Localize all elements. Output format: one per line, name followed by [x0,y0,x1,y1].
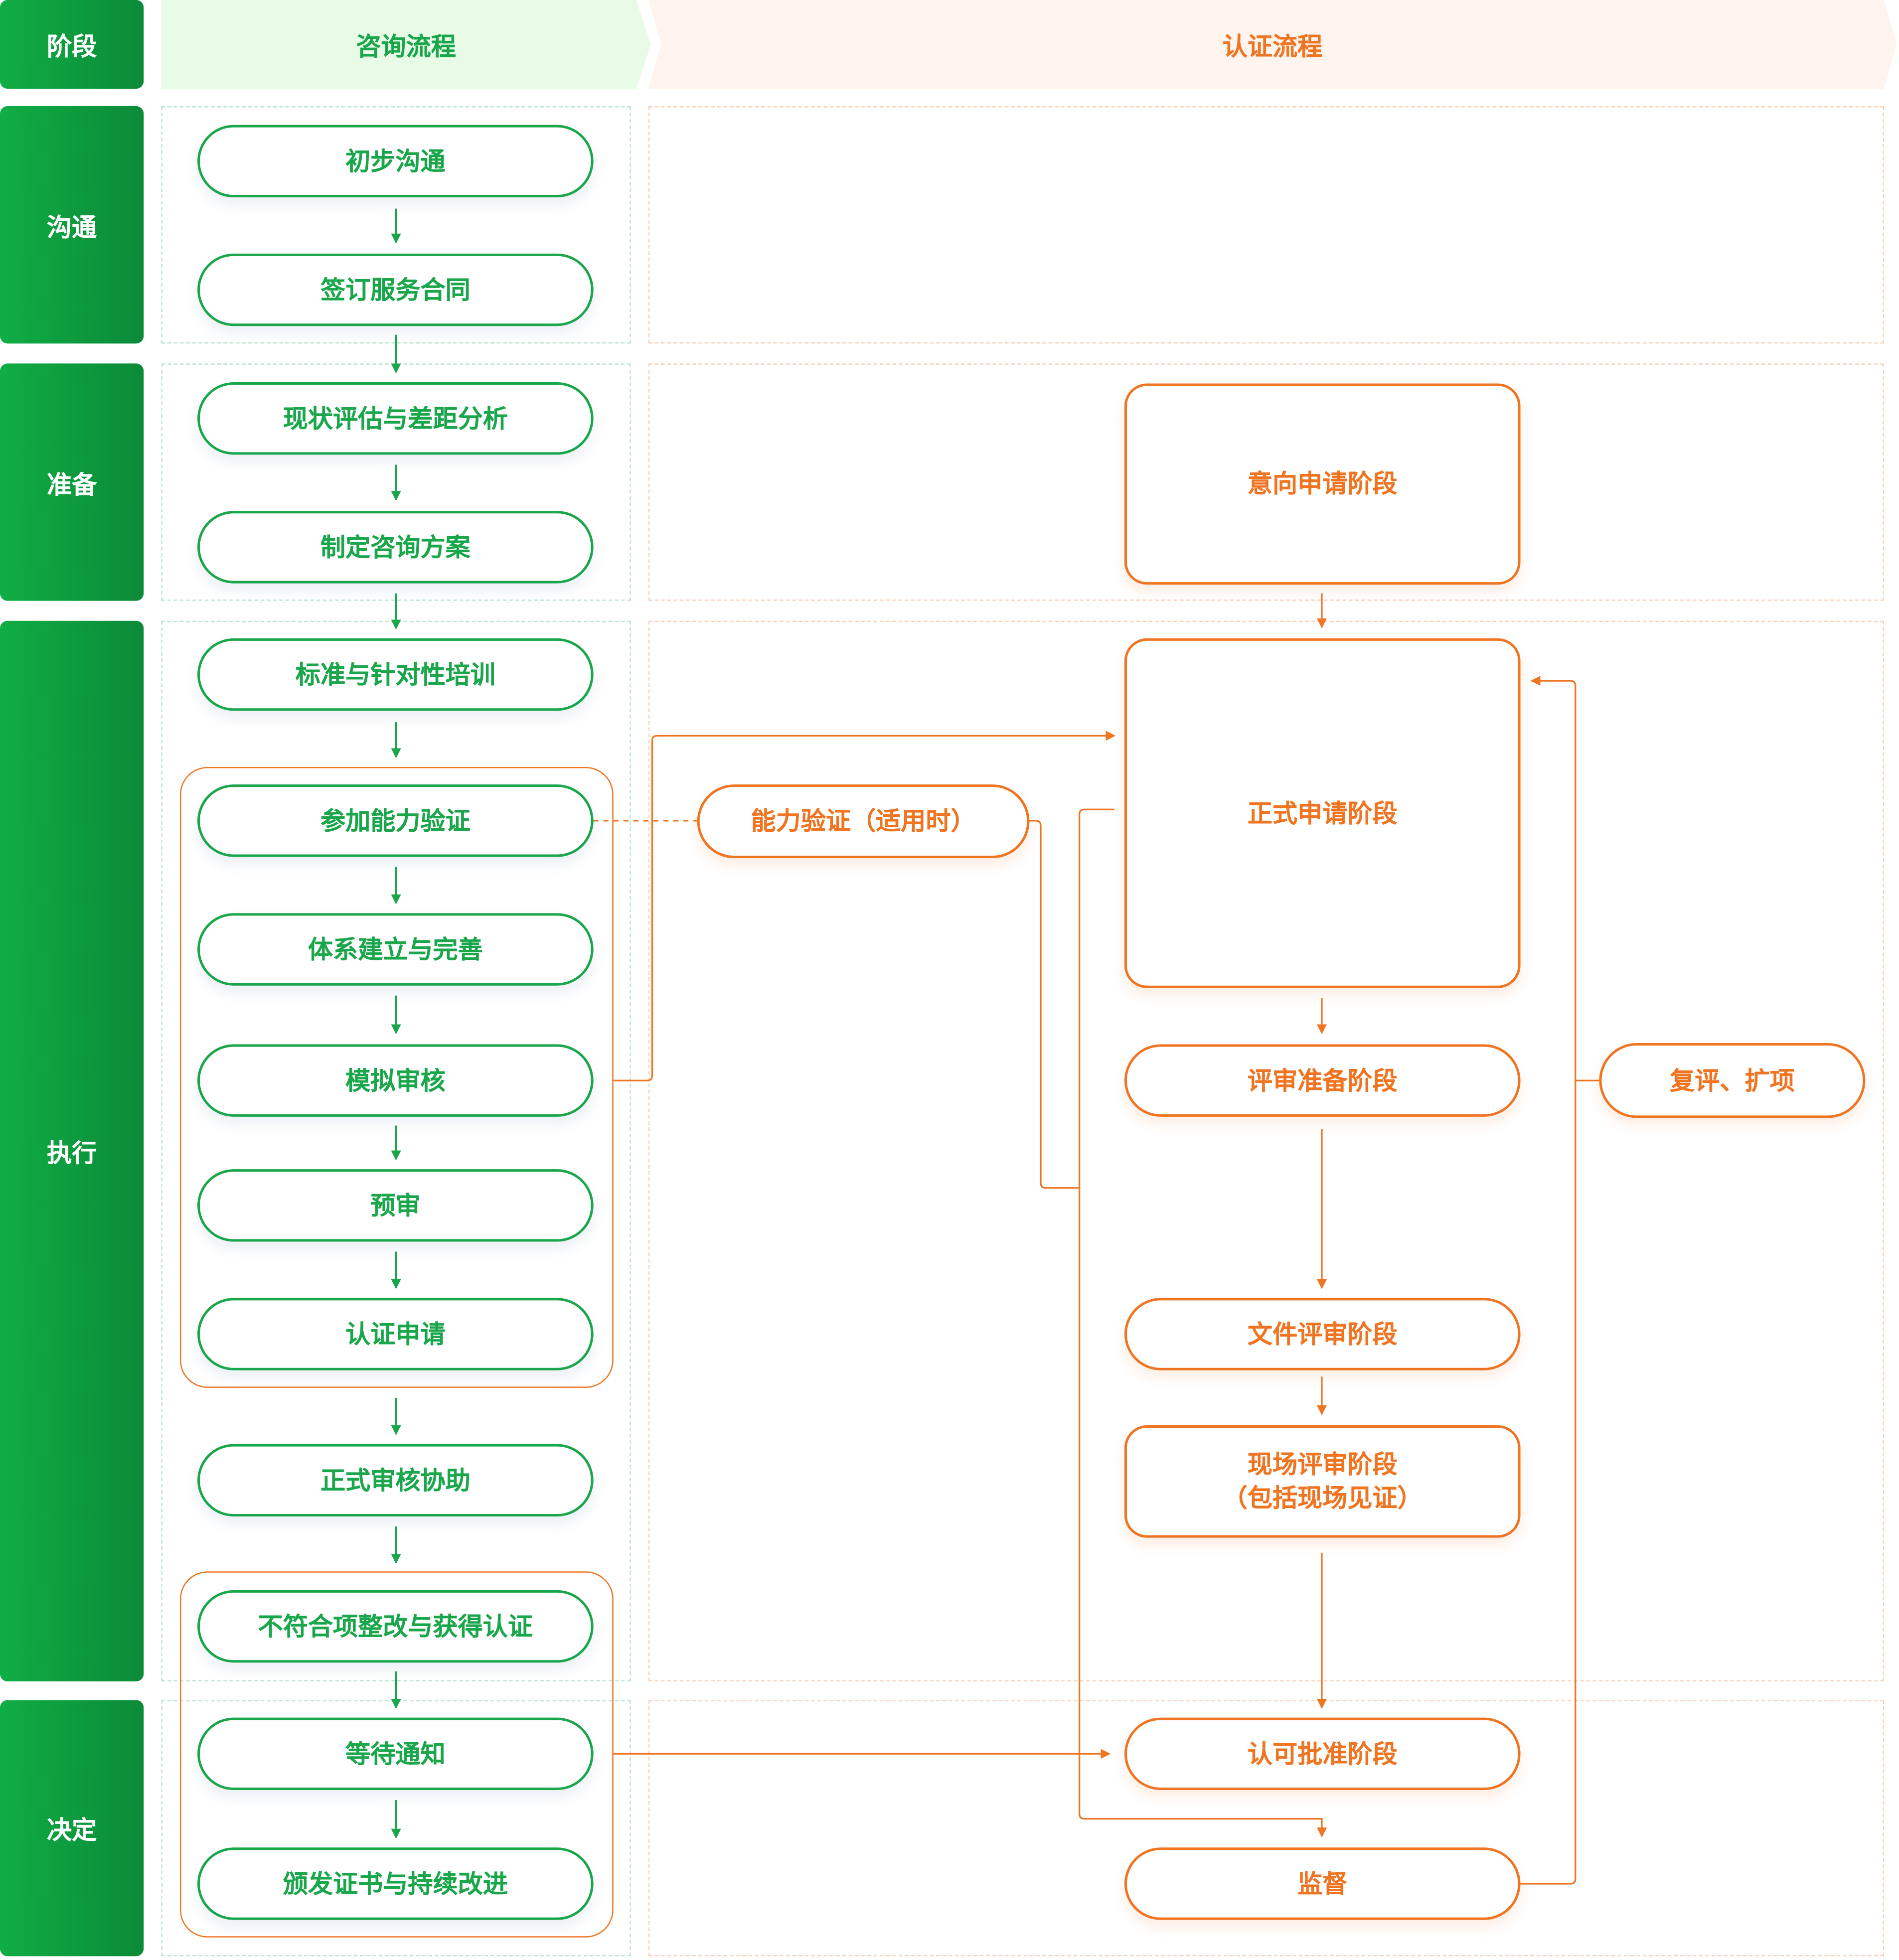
cert-intent-application: 意向申请阶段 [1124,383,1521,585]
stage-preparation: 准备 [0,363,144,601]
onsite-note: （包括现场见证） [1222,1483,1423,1513]
cert-review-preparation: 评审准备阶段 [1124,1044,1521,1117]
consulting-header: 咨询流程 [161,0,651,89]
zone [648,1700,1884,1957]
step-pre-audit: 预审 [197,1169,594,1242]
step-group [179,1571,614,1938]
cert-approval: 认可批准阶段 [1124,1717,1521,1790]
step-nonconformity-rectification: 不符合项整改与获得认证 [197,1590,594,1663]
certification-header: 认证流程 [648,0,1897,89]
stage-execution: 执行 [0,620,144,1681]
zone [648,363,1884,601]
cert-onsite-review: 现场评审阶段 （包括现场见证） [1124,1425,1521,1538]
step-issue-certificate: 颁发证书与持续改进 [197,1847,594,1920]
step-gap-analysis: 现状评估与差距分析 [197,382,594,455]
cert-proficiency-testing: 能力验证（适用时） [697,784,1030,859]
step-initial-communication: 初步沟通 [197,125,594,198]
step-system-building: 体系建立与完善 [197,913,594,986]
zone [648,106,1884,344]
step-training: 标准与针对性培训 [197,638,594,711]
step-proficiency-participation: 参加能力验证 [197,784,594,857]
cert-formal-application: 正式申请阶段 [1124,638,1521,988]
zone [648,620,1884,1681]
step-group [179,767,614,1388]
step-await-notice: 等待通知 [197,1717,594,1790]
step-formal-audit-assist: 正式审核协助 [197,1444,594,1517]
cert-document-review: 文件评审阶段 [1124,1298,1521,1370]
step-consulting-plan: 制定咨询方案 [197,511,594,584]
stage-decision: 决定 [0,1700,144,1957]
step-mock-audit: 模拟审核 [197,1044,594,1117]
cert-reassessment-extension: 复评、扩项 [1599,1043,1866,1118]
step-certification-application: 认证申请 [197,1298,594,1370]
stage-header: 阶段 [0,0,144,89]
stage-communication: 沟通 [0,106,144,344]
step-sign-contract: 签订服务合同 [197,253,594,326]
onsite-title: 现场评审阶段 [1247,1449,1398,1479]
cert-supervision: 监督 [1124,1847,1521,1920]
